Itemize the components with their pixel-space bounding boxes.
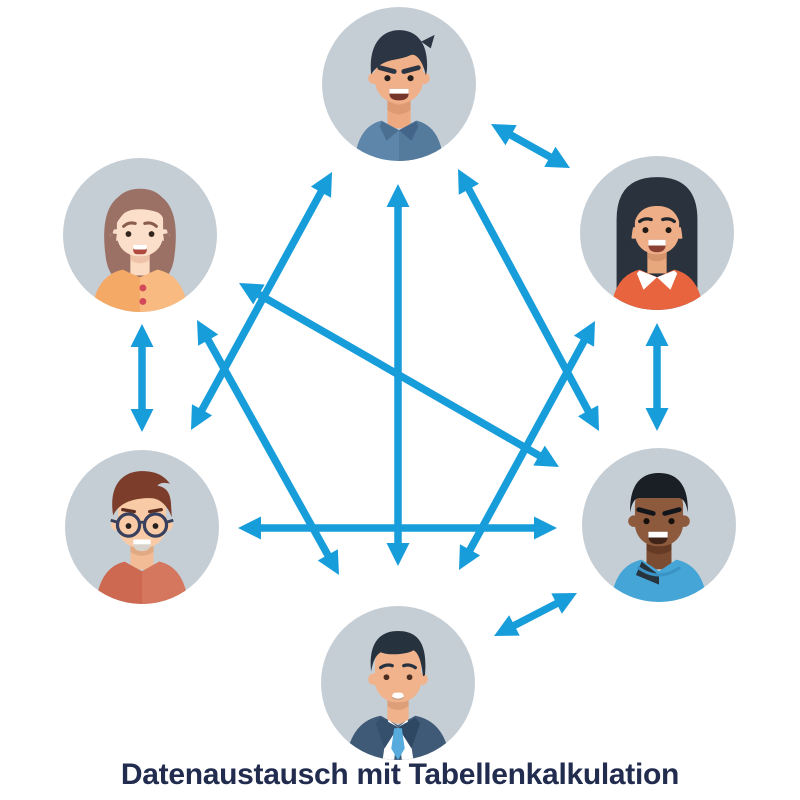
connection-arrow-man-top--man-lower-left [191,172,332,430]
connection-arrow-man-top--man-lower-right [458,169,599,431]
avatar-bottom-businessman [321,606,475,760]
connection-arrow-woman-upper-left--man-lower-right [239,283,559,467]
connection-arrow-woman-upper-left--man-bottom [197,320,339,575]
lower-left-man-illustration [65,450,219,604]
avatar-lower-right-man [582,448,736,602]
connection-arrow-woman-upper-right--man-bottom [459,321,595,570]
avatar-upper-right-woman [580,156,734,310]
top-man-illustration [322,7,476,161]
diagram-title: Datenaustausch mit Tabellenkalkulation [120,758,680,791]
lower-right-man-illustration [582,448,736,602]
connection-arrow-woman-upper-left--man-lower-left [130,324,154,432]
avatar-top-man [322,7,476,161]
upper-left-woman-illustration [63,158,217,312]
avatar-lower-left-man-glasses [65,450,219,604]
connection-arrow-man-top--woman-upper-right [491,124,570,168]
upper-right-woman-illustration [580,156,734,310]
connection-arrow-man-lower-left--man-lower-right [238,516,557,540]
connection-arrow-woman-upper-right--man-lower-right [645,323,669,431]
connection-arrow-man-bottom--man-lower-right [494,593,577,636]
avatar-upper-left-woman [63,158,217,312]
bottom-businessman-illustration [321,606,475,760]
